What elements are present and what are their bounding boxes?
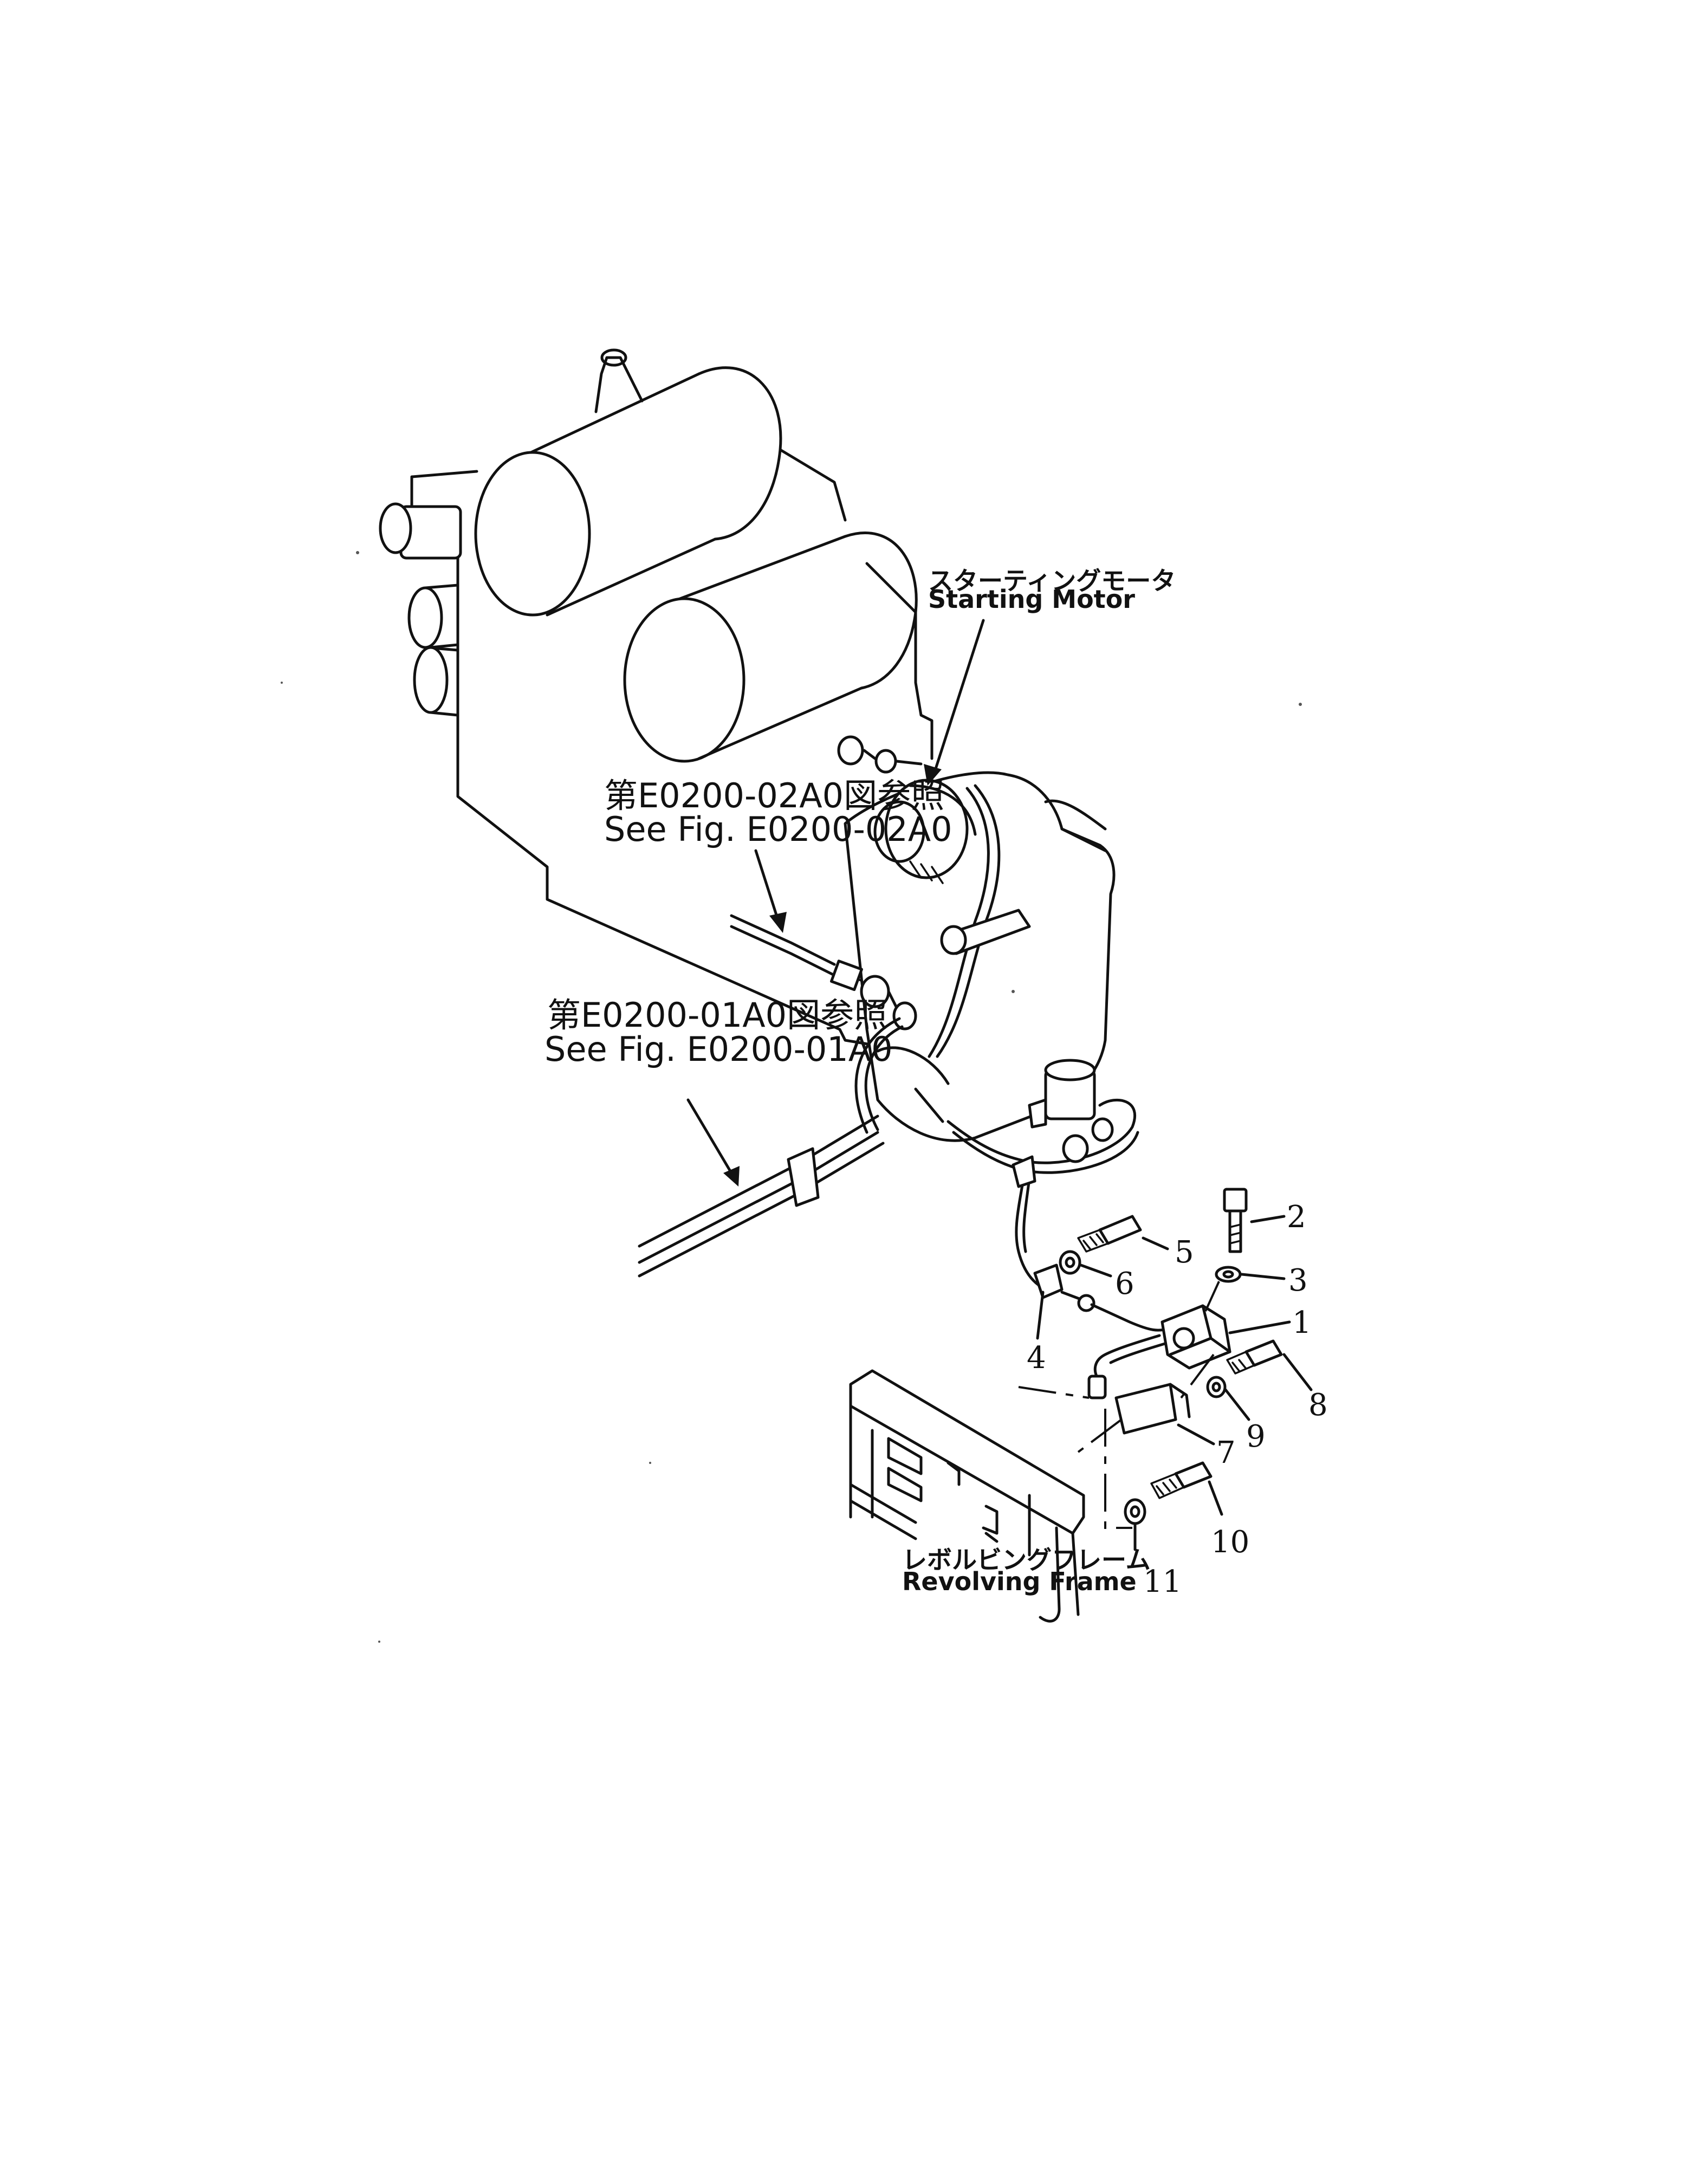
scan-specks	[281, 551, 1302, 1643]
switch-assembly	[1018, 1188, 1283, 1529]
callout-10: 10	[1211, 1525, 1249, 1560]
reference-label-02-en: See Fig. E0200-02A0	[604, 809, 952, 849]
reference-label-01-jp: 第E0200-01A0図参照	[547, 995, 887, 1035]
callout-4: 4	[1027, 1340, 1046, 1376]
callout-numbers: 1 2 3 4 5 6 7 8 9 10 11	[1027, 1200, 1328, 1599]
callout-6: 6	[1115, 1266, 1135, 1301]
callout-9: 9	[1246, 1419, 1266, 1454]
callout-1: 1	[1292, 1305, 1312, 1340]
leader-lines	[686, 619, 1313, 1557]
callout-3: 3	[1288, 1263, 1308, 1298]
callout-7: 7	[1216, 1435, 1236, 1470]
revolving-frame-label-en: Revolving Frame	[902, 1567, 1137, 1596]
engine-assembly	[379, 348, 1116, 1142]
starting-motor-label-jp: スターティングモータ	[928, 566, 1176, 595]
callout-2: 2	[1287, 1200, 1306, 1235]
callout-8: 8	[1308, 1388, 1328, 1423]
battery-cable-upper	[730, 914, 917, 1031]
starting-motor-label-en: Starting Motor	[928, 585, 1135, 614]
reference-label-01-en: See Fig. E0200-01A0	[544, 1029, 893, 1069]
callout-11: 11	[1143, 1564, 1182, 1599]
reference-label-02-jp: 第E0200-02A0図参照	[604, 776, 944, 815]
wiring-harness	[947, 1059, 1172, 1399]
revolving-frame-label-jp: レボルビングフレーム	[902, 1545, 1151, 1574]
battery-cable-lower	[638, 1017, 904, 1278]
callout-5: 5	[1175, 1235, 1194, 1270]
labels: スターティングモータ Starting Motor 第E0200-02A0図参照…	[544, 566, 1176, 1596]
revolving-frame	[849, 1369, 1085, 1623]
